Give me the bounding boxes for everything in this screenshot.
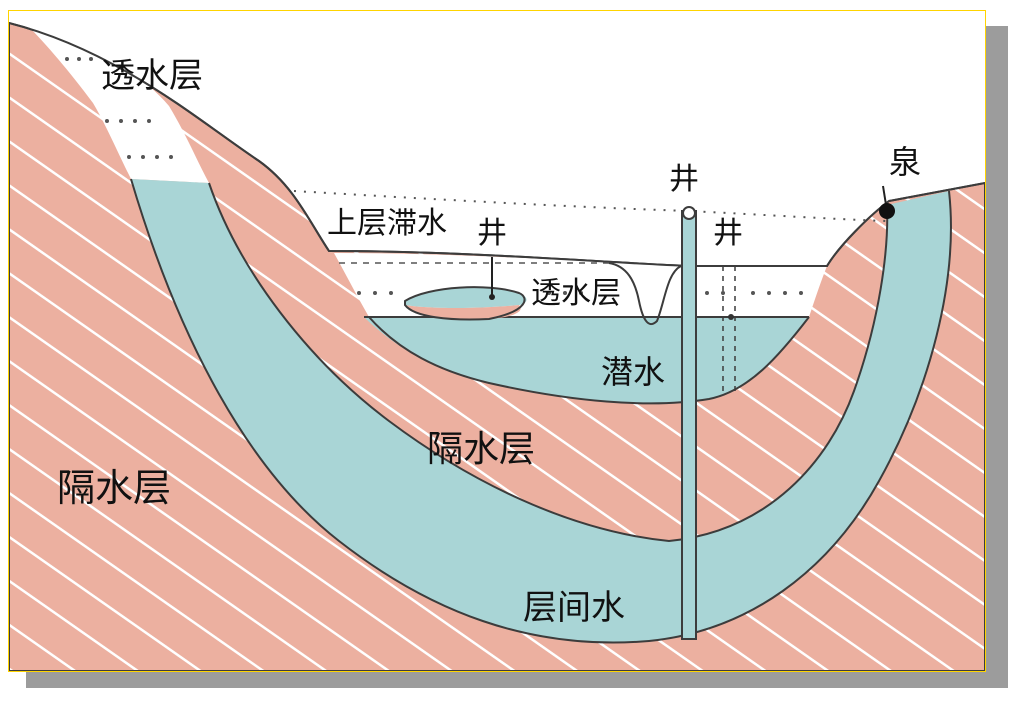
label-confined-water: 层间水 [523,588,625,628]
label-aquifer-top: 透水层 [101,56,203,96]
label-aquifer-middle: 透水层 [531,276,621,311]
diagram-frame: 透水层 上层滞水 井 透水层 井 井 潜水 泉 隔水层 隔水层 层间水 [8,10,986,672]
unconfined-well-water-level [728,314,734,320]
label-well-perched: 井 [477,216,507,251]
label-well-unconfined: 井 [713,216,743,251]
groundwater-diagram: 透水层 上层滞水 井 透水层 井 井 潜水 泉 隔水层 隔水层 层间水 [9,11,985,671]
label-phreatic-water: 潜水 [601,353,665,391]
label-aquitard-left: 隔水层 [57,466,171,510]
label-spring: 泉 [889,143,921,181]
spring-icon [879,203,895,219]
perched-well-tip [489,294,495,300]
label-aquitard-middle: 隔水层 [427,429,535,470]
deep-well [682,211,696,639]
label-well-deep: 井 [669,162,699,197]
label-perched-water: 上层滞水 [327,206,447,241]
deep-well-head [683,207,695,219]
